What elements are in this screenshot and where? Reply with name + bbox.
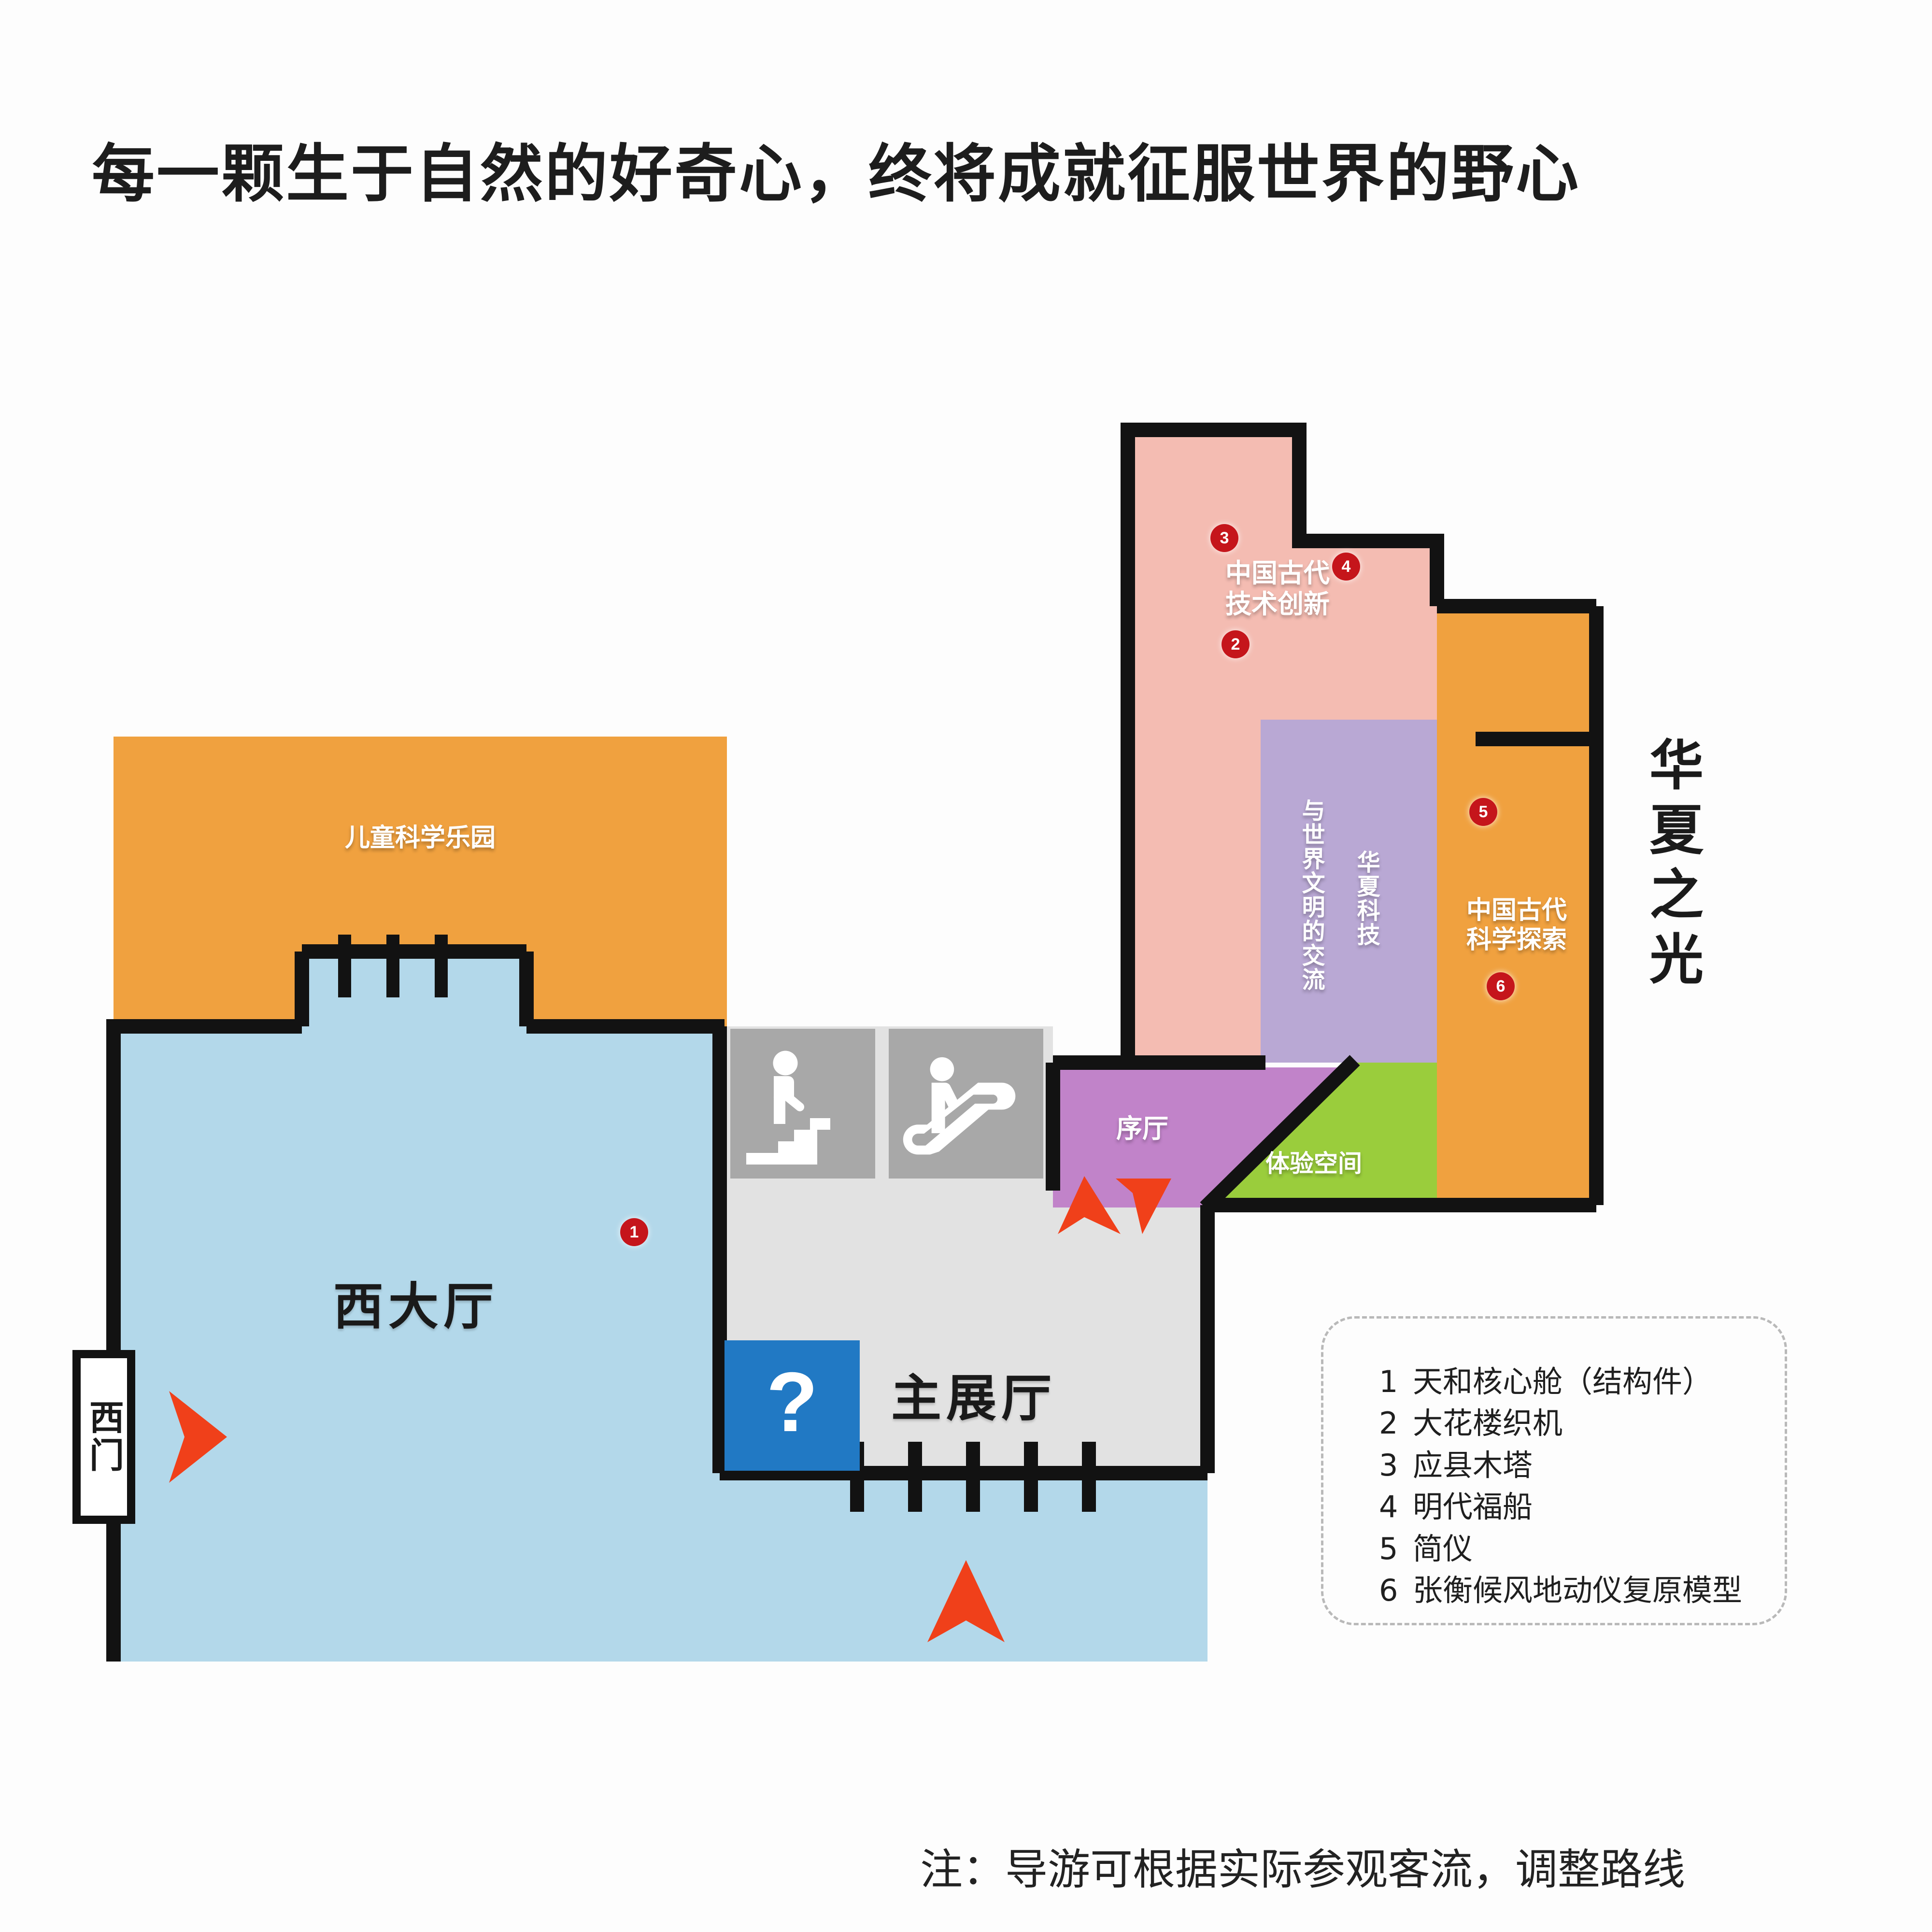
stairs-tile[interactable]: [730, 1029, 875, 1179]
room-experience-space[interactable]: [1208, 1063, 1437, 1205]
exhibit-marker-5[interactable]: 5: [1469, 798, 1497, 826]
legend-item-number: 3: [1379, 1447, 1398, 1483]
arrow-main-hall-up: [927, 1560, 1005, 1642]
legend-item-number: 2: [1379, 1406, 1398, 1441]
legend-item: 4 明代福船: [1379, 1489, 1785, 1525]
label-main-hall: 主展厅: [891, 1369, 1057, 1428]
legend-item: 3 应县木塔: [1379, 1447, 1785, 1483]
legend-item-text: 天和核心舱（结构件）: [1413, 1364, 1713, 1399]
door-ticks-south: [850, 1442, 1096, 1512]
exhibit-marker-1[interactable]: 1: [620, 1218, 648, 1246]
room-west-hall[interactable]: [114, 954, 720, 1662]
info-tile[interactable]: ?: [724, 1340, 860, 1471]
legend-item: 6 张衡候风地动仪复原模型: [1379, 1574, 1785, 1607]
label-west-hall: 西大厅: [333, 1277, 499, 1336]
legend-item: 2 大花楼织机: [1379, 1406, 1785, 1440]
east-wing-title: 华夏之光: [1640, 737, 1703, 995]
arrow-prelude-down: [1116, 1179, 1171, 1234]
legend-item-text: 大花楼织机: [1413, 1406, 1563, 1441]
room-ancient-science[interactable]: [1437, 606, 1596, 1205]
legend-item-number: 1: [1379, 1364, 1398, 1399]
legend-item-text: 应县木塔: [1413, 1447, 1533, 1483]
footer-note: 注：导游可根据实际参观客流，调整路线: [920, 1845, 1686, 1894]
legend-item-number: 4: [1379, 1489, 1398, 1525]
arrow-prelude-up: [1058, 1176, 1121, 1234]
escalator-icon: [903, 1057, 1016, 1155]
page-title: 每一颗生于自然的好奇心，终将成就征服世界的野心: [92, 137, 1581, 211]
legend-list: 1 天和核心舱（结构件） 2 大花楼织机 3 应县木塔 4 明代福船 5 简仪 6 张衡候风地动仪复原…: [1379, 1365, 1785, 1607]
stairs-icon: [746, 1051, 830, 1165]
wall-group: [106, 423, 1604, 1662]
legend-item-text: 张衡候风地动仪复原模型: [1413, 1573, 1743, 1608]
question-mark-icon: ?: [766, 1355, 818, 1449]
legend-item-text: 明代福船: [1413, 1489, 1533, 1525]
wall-diagonal-experience: [1200, 1055, 1360, 1213]
exhibit-marker-4[interactable]: 4: [1332, 553, 1360, 581]
arrow-west-entry: [169, 1391, 227, 1483]
west-gate-box[interactable]: 西门: [72, 1350, 135, 1524]
legend-item-number: 5: [1379, 1531, 1398, 1566]
wall-ancient-tech-outline: [1121, 423, 1444, 1063]
legend-item: 1 天和核心舱（结构件）: [1379, 1364, 1785, 1399]
legend-item: 5 简仪: [1379, 1532, 1785, 1565]
legend-item-text: 简仪: [1413, 1531, 1473, 1566]
exhibit-marker-3[interactable]: 3: [1210, 524, 1238, 552]
legend-item-number: 6: [1379, 1573, 1398, 1608]
west-gate-label: 西门: [83, 1399, 124, 1475]
escalator-tile[interactable]: [889, 1029, 1043, 1179]
exhibit-marker-2[interactable]: 2: [1222, 630, 1250, 658]
door-ticks-north: [338, 935, 448, 997]
room-world-exchange[interactable]: [1261, 720, 1437, 1063]
legend-box: 1 天和核心舱（结构件） 2 大花楼织机 3 应县木塔 4 明代福船 5 简仪 6 张衡候风地动仪复原…: [1321, 1316, 1787, 1625]
exhibit-marker-6[interactable]: 6: [1487, 972, 1515, 1000]
